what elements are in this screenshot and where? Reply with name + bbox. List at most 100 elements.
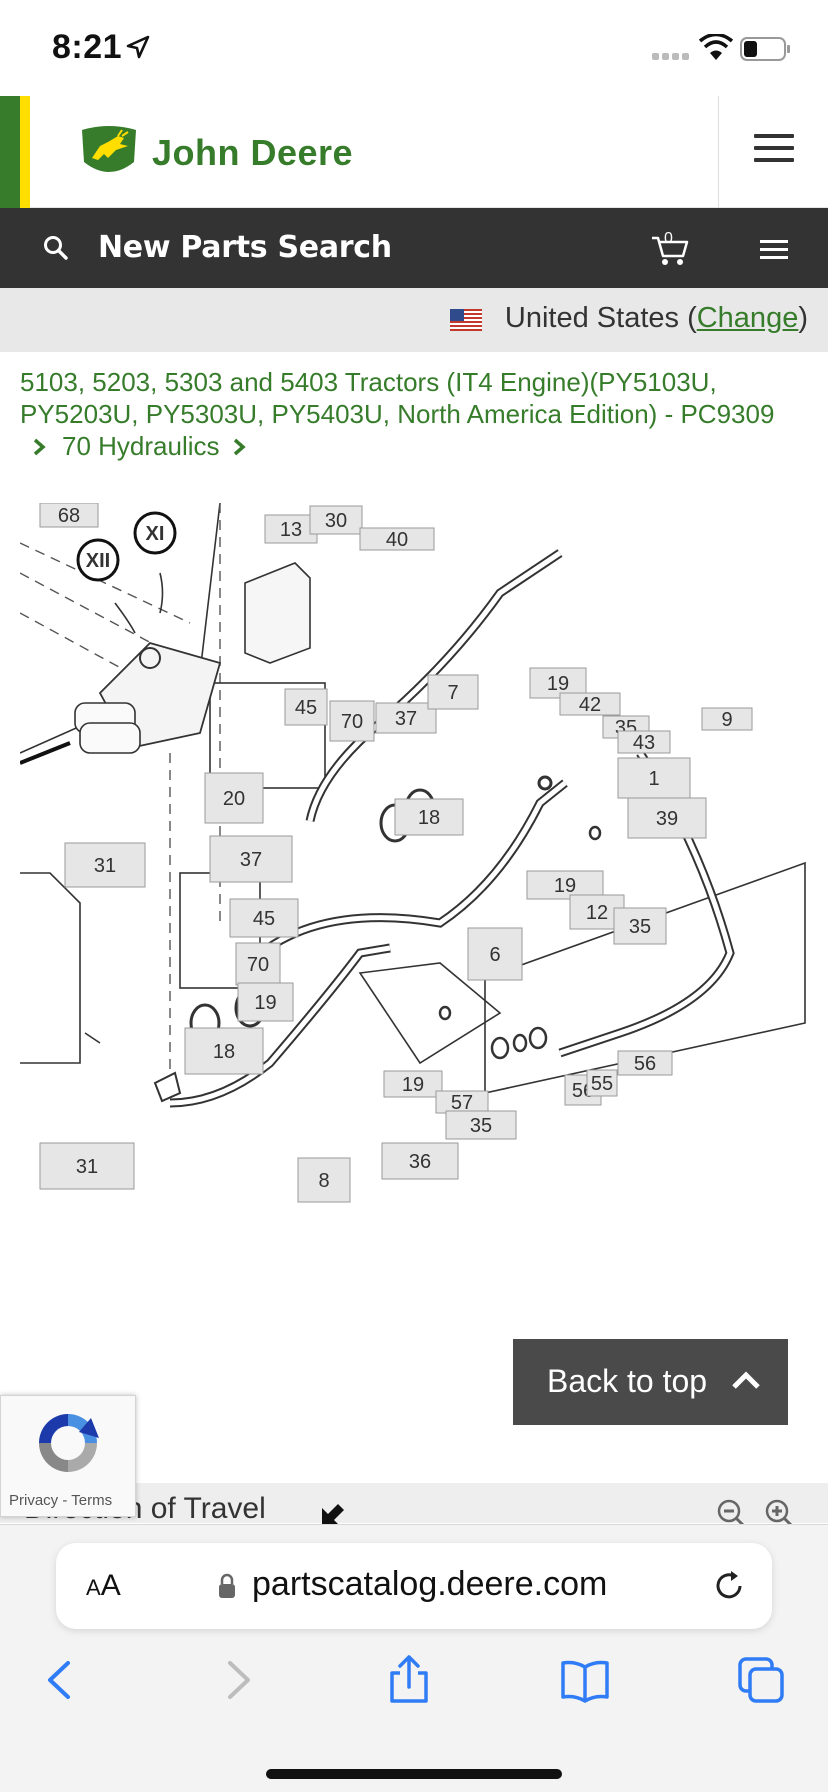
callout-42[interactable]: 42 (559, 692, 621, 716)
address-bar[interactable]: AA partscatalog.deere.com (56, 1543, 772, 1629)
callout-37[interactable]: 37 (375, 702, 437, 734)
callout-20[interactable]: 20 (204, 772, 264, 824)
tabs-icon[interactable] (736, 1655, 786, 1705)
callout-XII[interactable]: XII (86, 550, 110, 572)
callout-number: 42 (579, 694, 601, 716)
callout-number: 30 (325, 510, 347, 532)
callout-45[interactable]: 45 (284, 688, 328, 726)
callout-9[interactable]: 9 (701, 707, 753, 731)
reload-icon[interactable] (712, 1569, 746, 1603)
callout-box (467, 927, 523, 981)
brand-stripe-yellow (20, 96, 30, 208)
recaptcha-badge[interactable]: Privacy - Terms (0, 1395, 136, 1517)
callout-arrow (159, 572, 164, 614)
back-icon[interactable] (36, 1655, 86, 1705)
callout-19[interactable]: 19 (383, 1070, 443, 1098)
callout-30[interactable]: 30 (309, 505, 363, 535)
callout-18[interactable]: 18 (394, 798, 464, 836)
breadcrumb: 5103, 5203, 5303 and 5403 Tractors (IT4 … (20, 366, 810, 462)
callout-number: 37 (240, 849, 262, 871)
callout-number: 6 (489, 944, 500, 966)
callout-number: 40 (386, 529, 408, 551)
change-country-link[interactable]: Change (696, 302, 799, 334)
diagram-dashed-line (20, 612, 131, 674)
callout-35[interactable]: 35 (613, 907, 667, 945)
callout-39[interactable]: 39 (627, 797, 707, 839)
deere-logo-icon[interactable] (78, 124, 140, 180)
washer-55 (512, 1033, 528, 1053)
callout-36[interactable]: 36 (381, 1142, 459, 1180)
callout-43[interactable]: 43 (617, 730, 671, 754)
header-divider (718, 96, 719, 208)
callout-45[interactable]: 45 (229, 898, 299, 938)
back-to-top-button[interactable]: Back to top (513, 1339, 788, 1425)
forward-icon[interactable] (212, 1655, 262, 1705)
callout-8[interactable]: 8 (297, 1157, 351, 1203)
us-flag-icon (450, 309, 482, 331)
callout-13[interactable]: 13 (264, 514, 318, 544)
breadcrumb-item-section[interactable]: 70 Hydraulics (62, 431, 220, 461)
callout-31[interactable]: 31 (39, 1142, 135, 1190)
callout-number: 19 (254, 992, 276, 1014)
callout-number: 19 (547, 673, 569, 695)
recaptcha-privacy-link[interactable]: Privacy (9, 1492, 59, 1509)
callout-number: 7 (447, 682, 458, 704)
hamburger-menu-icon[interactable] (754, 134, 794, 166)
callout-70[interactable]: 70 (235, 942, 281, 986)
brand-stripe-green (0, 96, 20, 208)
callout-55[interactable]: 55 (586, 1069, 618, 1097)
battery-icon (740, 37, 790, 61)
callout-xii-circle (76, 538, 120, 582)
callout-box (39, 503, 99, 528)
callout-box (617, 1050, 673, 1076)
callout-box (329, 700, 375, 742)
parts-search-bar: New Parts Search 0 (0, 208, 828, 288)
callout-19[interactable]: 19 (526, 870, 604, 900)
callout-6[interactable]: 6 (467, 927, 523, 981)
callout-35[interactable]: 35 (445, 1110, 517, 1140)
callout-31[interactable]: 31 (64, 842, 146, 888)
chevron-up-icon (732, 1371, 760, 1389)
callout-57[interactable]: 57 (435, 1090, 489, 1114)
browser-toolbar: AA partscatalog.deere.com (0, 1524, 828, 1792)
chevron-right-icon (33, 438, 46, 456)
new-parts-search-button[interactable]: New Parts Search (98, 230, 392, 265)
home-indicator[interactable] (266, 1769, 562, 1779)
bookmarks-icon[interactable] (560, 1655, 610, 1705)
bracket-outline (20, 872, 81, 1064)
callout-box (383, 1070, 443, 1098)
text-size-button[interactable]: AA (86, 1569, 121, 1602)
callout-number: 31 (76, 1156, 98, 1178)
menu-icon[interactable] (760, 240, 788, 260)
breadcrumb-item-model[interactable]: 5103, 5203, 5303 and 5403 Tractors (IT4 … (20, 367, 775, 429)
callout-68[interactable]: 68 (39, 503, 99, 528)
recaptcha-terms-link[interactable]: Terms (71, 1492, 113, 1509)
chevron-right-icon (233, 438, 246, 456)
callout-XI[interactable]: XI (146, 523, 165, 545)
location-arrow-icon (126, 35, 150, 59)
callout-7[interactable]: 7 (427, 674, 479, 710)
callout-37[interactable]: 37 (209, 835, 293, 883)
callout-56[interactable]: 56 (617, 1050, 673, 1076)
callout-number: 43 (633, 732, 655, 754)
callout-1[interactable]: 1 (617, 757, 691, 799)
recaptcha-separator: - (58, 1492, 72, 1509)
callout-18[interactable]: 18 (184, 1027, 264, 1075)
callout-number: 68 (58, 505, 80, 527)
callout-70[interactable]: 70 (329, 700, 375, 742)
callout-box (229, 898, 299, 938)
cart-icon[interactable] (650, 228, 690, 268)
share-icon[interactable] (384, 1655, 434, 1705)
callout-number: 70 (247, 954, 269, 976)
bracket-40 (244, 562, 311, 664)
url-text[interactable]: partscatalog.deere.com (252, 1565, 608, 1603)
lock-icon (219, 1573, 235, 1598)
valve-spool (79, 722, 141, 754)
callout-number: 35 (629, 916, 651, 938)
callout-40[interactable]: 40 (359, 527, 435, 551)
search-icon[interactable] (42, 234, 70, 262)
callout-19[interactable]: 19 (237, 982, 294, 1022)
recaptcha-icon (39, 1414, 99, 1472)
